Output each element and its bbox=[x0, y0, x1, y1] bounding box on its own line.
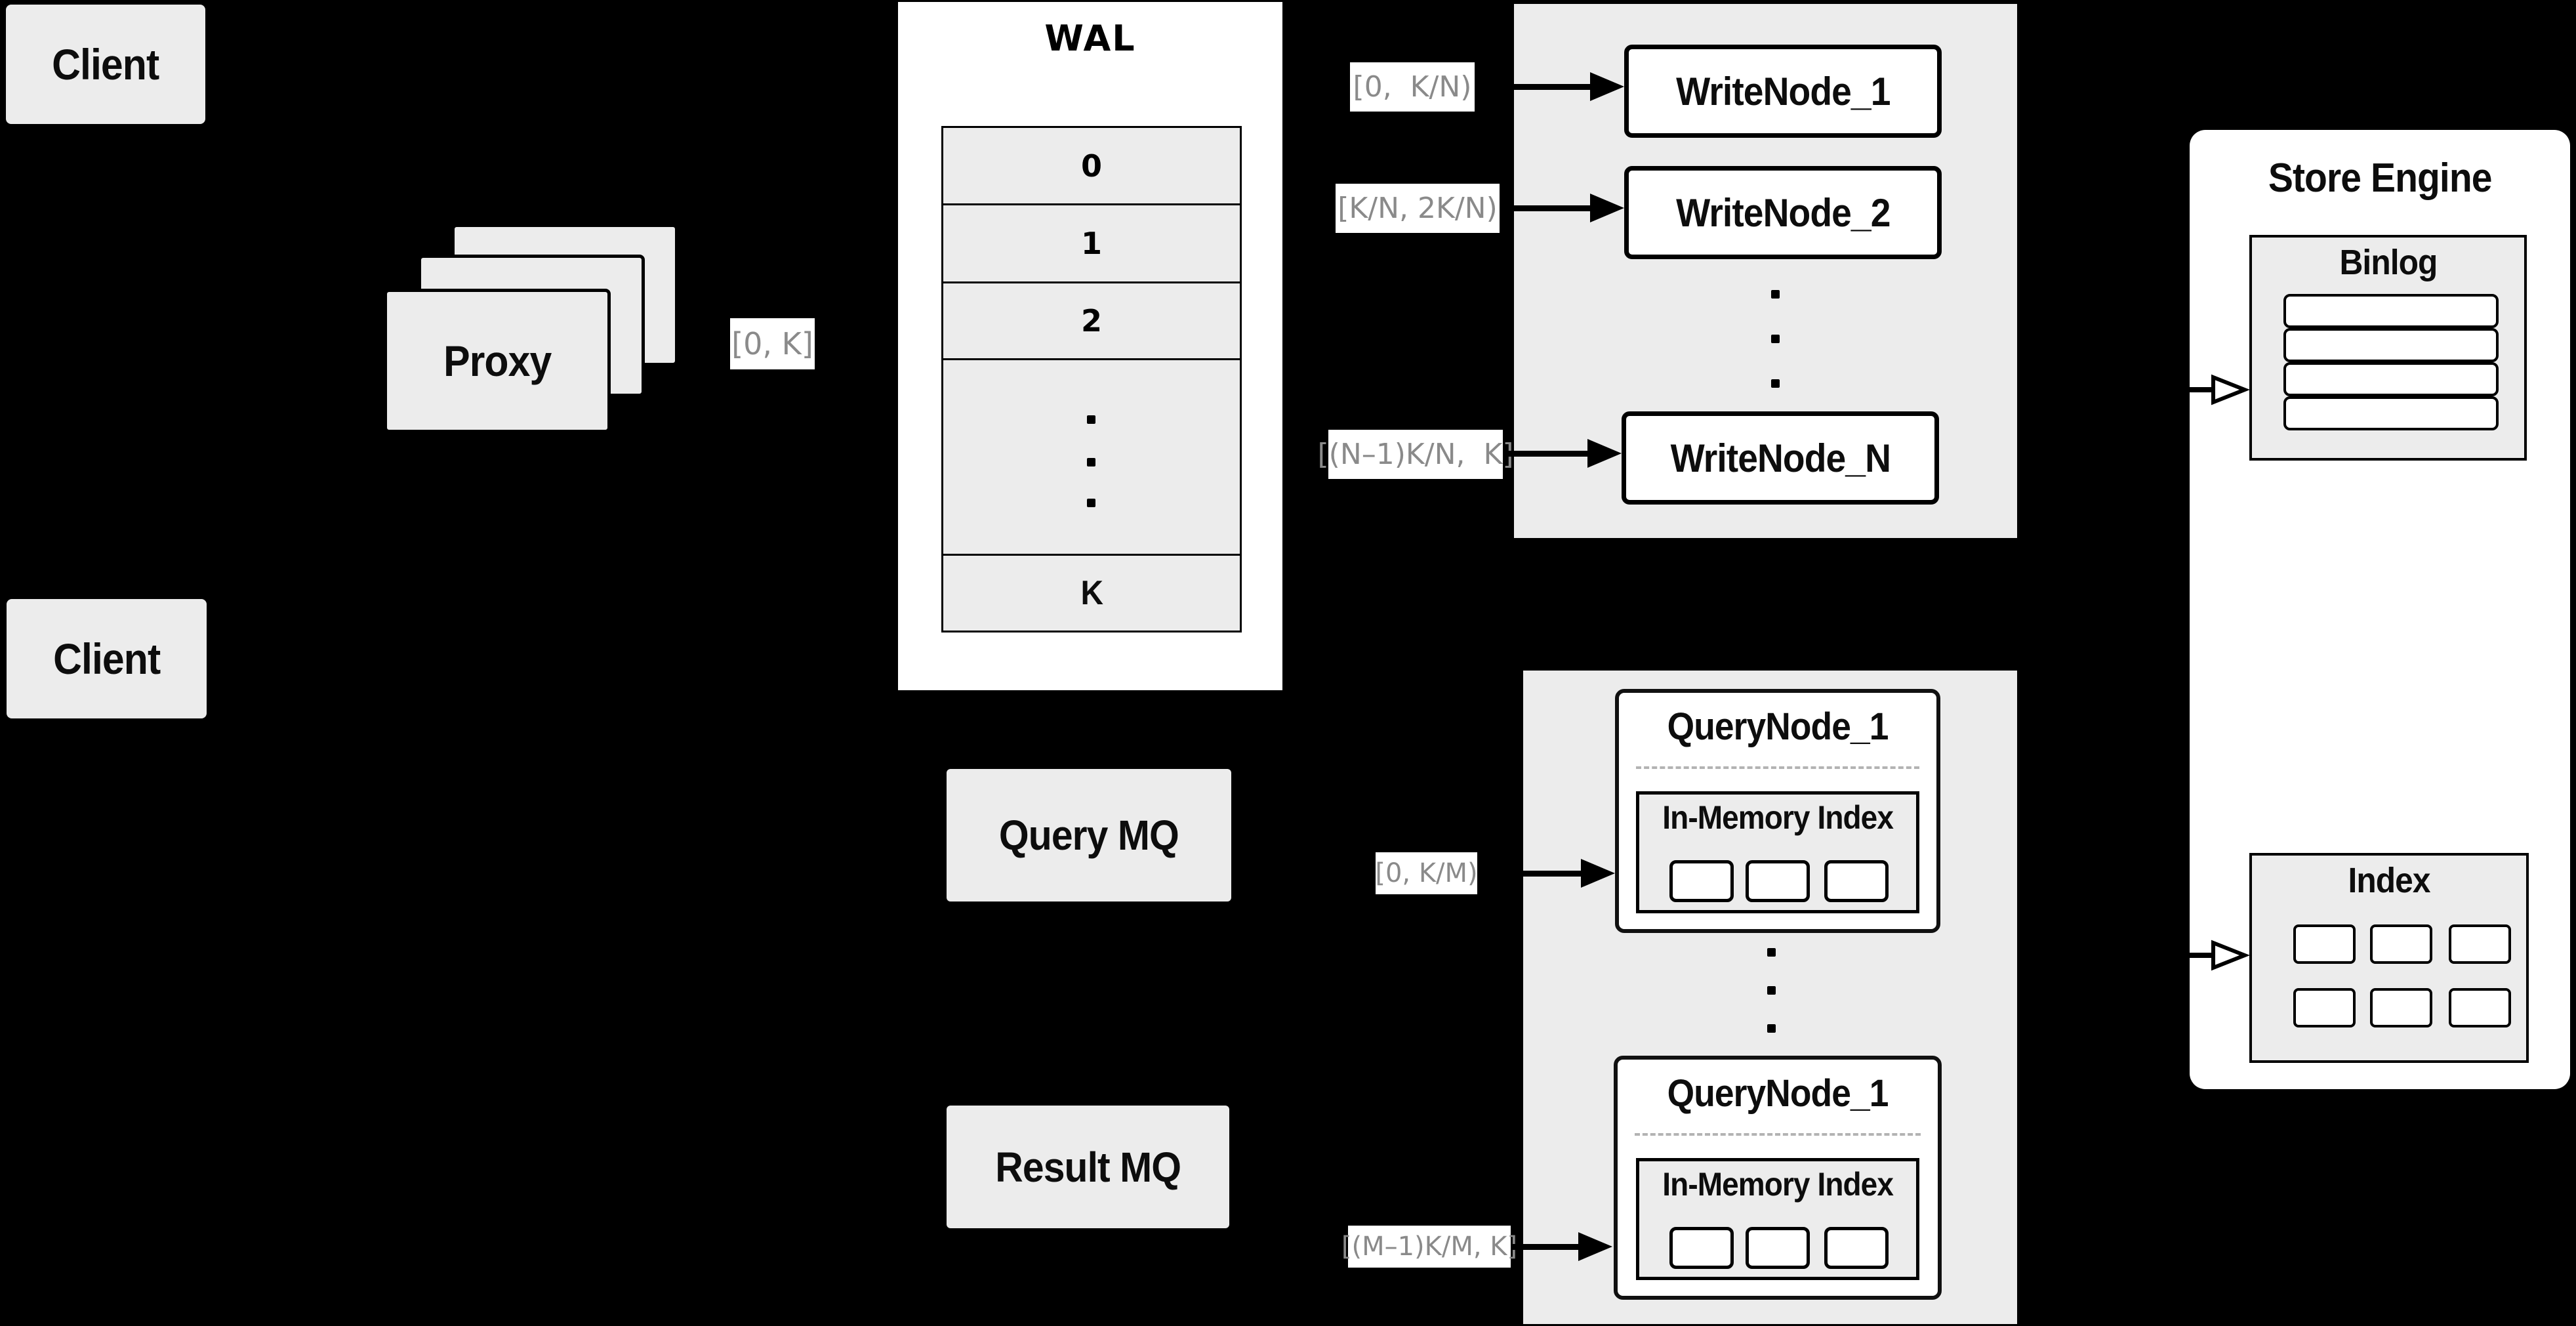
index-cell bbox=[2370, 924, 2432, 964]
ellipsis-dot bbox=[1771, 335, 1780, 343]
ellipsis-dot bbox=[1771, 290, 1780, 299]
binlog-title: Binlog bbox=[2339, 243, 2438, 282]
open-arrow-index-icon bbox=[2190, 940, 2250, 971]
wal-table: 0 1 2 K bbox=[941, 126, 1242, 632]
store-engine-title-wrap: Store Engine bbox=[2190, 155, 2570, 201]
result-mq-label: Result MQ bbox=[995, 1143, 1181, 1191]
write-node-1-box: WriteNode_1 bbox=[1624, 45, 1942, 138]
client-box-top: Client bbox=[6, 5, 205, 124]
write-node-1-label: WriteNode_1 bbox=[1675, 69, 1891, 114]
ellipsis-dot bbox=[1087, 458, 1095, 466]
wal-title-text: WAL bbox=[1044, 17, 1136, 59]
write-node-2-box: WriteNode_2 bbox=[1624, 166, 1942, 259]
ellipsis-dot bbox=[1087, 415, 1095, 424]
index-segment bbox=[1824, 1227, 1889, 1269]
range-label-write-n: [(N–1)K/N, K] bbox=[1318, 430, 1514, 479]
ellipsis-dot bbox=[1087, 499, 1095, 507]
client-box-bottom: Client bbox=[7, 599, 207, 718]
query-node-bottom-box: QueryNode_1 In-Memory Index bbox=[1614, 1056, 1942, 1300]
open-arrow-binlog-icon bbox=[2190, 374, 2250, 405]
wal-row-2: 2 bbox=[943, 281, 1240, 358]
range-label-query-m: [(M–1)K/M, K] bbox=[1341, 1226, 1517, 1268]
index-segment bbox=[1824, 860, 1889, 902]
wal-row-0: 0 bbox=[943, 128, 1240, 203]
index-cell bbox=[2293, 924, 2356, 964]
wal-row-2-label: 2 bbox=[1080, 303, 1102, 339]
ellipsis-dot bbox=[1767, 948, 1776, 957]
index-segment bbox=[1669, 860, 1734, 902]
query-mq-label: Query MQ bbox=[998, 812, 1179, 859]
ellipsis-dot bbox=[1771, 379, 1780, 388]
index-cell bbox=[2293, 988, 2356, 1027]
wal-row-1-label: 1 bbox=[1080, 226, 1102, 261]
write-node-2-label: WriteNode_2 bbox=[1675, 190, 1891, 235]
proxy-box-front: Proxy bbox=[384, 289, 611, 433]
query-node-top-divider bbox=[1636, 766, 1919, 769]
query-node-top-title: QueryNode_1 bbox=[1667, 705, 1889, 748]
in-memory-bottom-title-wrap: In-Memory Index bbox=[1639, 1165, 1916, 1203]
index-cell bbox=[2370, 988, 2432, 1027]
wal-panel: WAL 0 1 2 K bbox=[898, 2, 1282, 690]
wal-row-1: 1 bbox=[943, 203, 1240, 281]
wal-row-k-label: K bbox=[1080, 574, 1103, 612]
proxy-label: Proxy bbox=[443, 337, 552, 385]
index-cell bbox=[2449, 988, 2511, 1027]
in-memory-index-box-bottom: In-Memory Index bbox=[1636, 1158, 1919, 1280]
ellipsis-dot bbox=[1767, 1024, 1776, 1033]
range-label-proxy-out: [0, K] bbox=[730, 318, 815, 369]
binlog-row bbox=[2283, 294, 2499, 328]
store-engine-panel: Store Engine Binlog Index bbox=[2190, 130, 2570, 1089]
index-segment bbox=[1669, 1227, 1734, 1269]
wal-row-ellipsis bbox=[943, 358, 1240, 554]
index-title-wrap: Index bbox=[2252, 861, 2526, 900]
query-node-top-title-wrap: QueryNode_1 bbox=[1619, 703, 1936, 749]
range-label-write-2: [K/N, 2K/N) bbox=[1336, 184, 1500, 233]
write-node-n-label: WriteNode_N bbox=[1670, 436, 1891, 480]
index-segment bbox=[1746, 860, 1810, 902]
binlog-row bbox=[2283, 328, 2499, 362]
query-node-bottom-divider bbox=[1635, 1133, 1921, 1136]
store-engine-title: Store Engine bbox=[2268, 155, 2493, 201]
wal-title: WAL bbox=[898, 16, 1282, 60]
client-top-label: Client bbox=[52, 40, 159, 89]
query-node-bottom-title-wrap: QueryNode_1 bbox=[1618, 1070, 1938, 1116]
wal-row-k: K bbox=[943, 554, 1240, 631]
binlog-box: Binlog bbox=[2249, 235, 2527, 461]
index-box: Index bbox=[2249, 853, 2529, 1063]
ellipsis-dot bbox=[1767, 986, 1776, 995]
index-title: Index bbox=[2348, 861, 2430, 900]
in-memory-top-title-wrap: In-Memory Index bbox=[1639, 798, 1916, 837]
in-memory-index-box-top: In-Memory Index bbox=[1636, 791, 1919, 913]
write-node-n-box: WriteNode_N bbox=[1622, 411, 1939, 505]
binlog-title-wrap: Binlog bbox=[2252, 243, 2524, 282]
range-label-query-1: [0, K/M) bbox=[1375, 852, 1478, 894]
index-segment bbox=[1746, 1227, 1810, 1269]
in-memory-index-bottom-title: In-Memory Index bbox=[1662, 1166, 1894, 1203]
query-node-bottom-title: QueryNode_1 bbox=[1667, 1071, 1889, 1115]
client-bottom-label: Client bbox=[52, 634, 161, 683]
range-label-write-1: [0, K/N) bbox=[1350, 62, 1475, 112]
index-cell bbox=[2449, 924, 2511, 964]
in-memory-index-top-title: In-Memory Index bbox=[1662, 799, 1894, 836]
binlog-row bbox=[2283, 396, 2499, 430]
query-mq-box: Query MQ bbox=[947, 769, 1231, 901]
binlog-row bbox=[2283, 362, 2499, 396]
result-mq-box: Result MQ bbox=[947, 1106, 1229, 1228]
wal-row-0-label: 0 bbox=[1080, 148, 1102, 184]
query-node-top-box: QueryNode_1 In-Memory Index bbox=[1615, 689, 1940, 933]
